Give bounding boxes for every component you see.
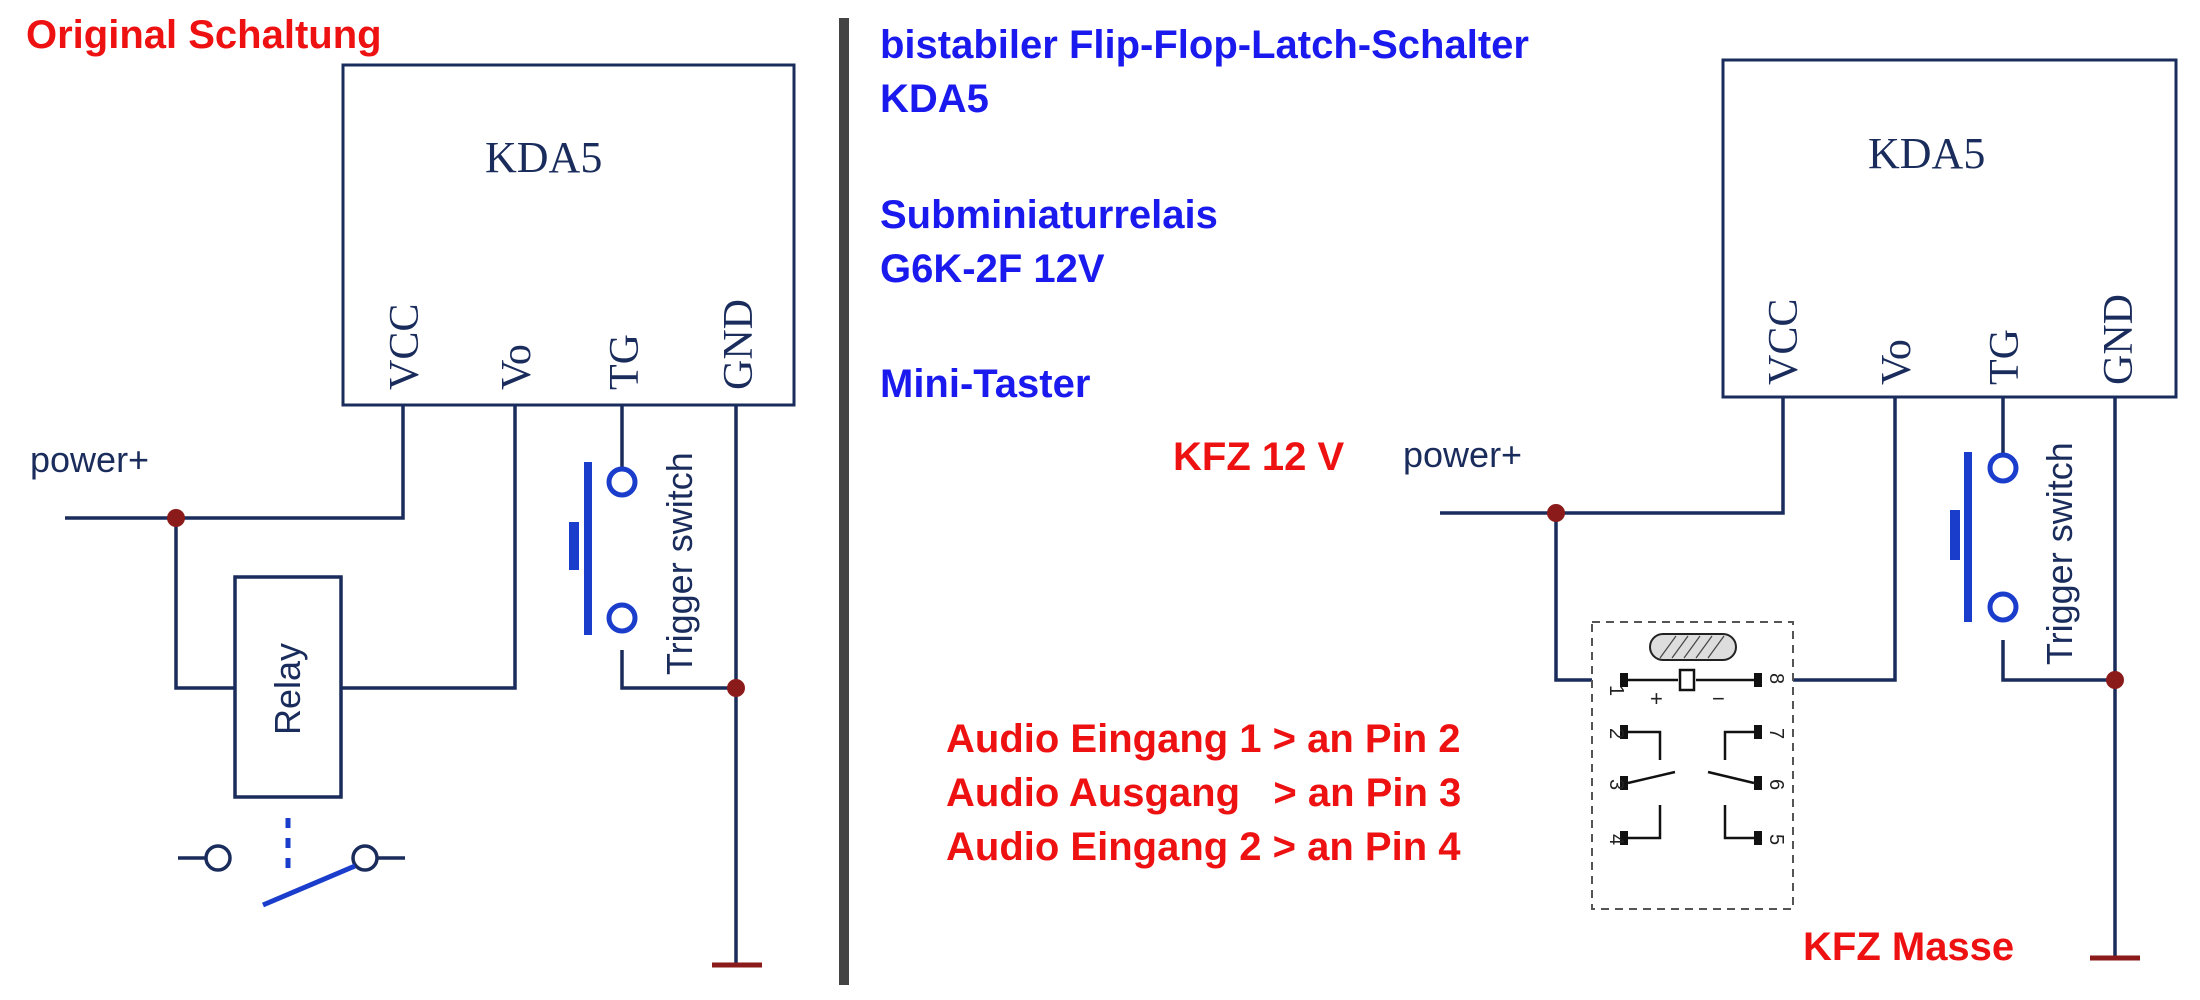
relay-pin-6: 6 [1765,779,1787,790]
junction-node-left-power [167,509,185,527]
desc-line5: Mini-Taster [880,362,1090,406]
desc-line1: bistabiler Flip-Flop-Latch-Schalter [880,23,1529,67]
desc-line3: Subminiaturrelais [880,193,1218,237]
audio-line3: Audio Eingang 2 > an Pin 4 [946,825,1461,869]
pin-gnd-left: GND [716,299,762,390]
relay-minus-sign: − [1712,686,1725,711]
kfz-masse-label: KFZ Masse [1803,925,2014,969]
audio-line1: Audio Eingang 1 > an Pin 2 [946,717,1461,761]
desc-line2: KDA5 [880,77,989,121]
pin-vcc-left: VCC [382,304,428,390]
chip-label-left: KDA5 [485,133,602,182]
relay-pin-3: 3 [1605,779,1627,790]
pin-tg-right: TG [1982,329,2028,385]
trigger-switch-left [569,462,638,635]
relay-pin-5: 5 [1765,834,1787,845]
chip-label-right: KDA5 [1868,129,1985,178]
wires-left [65,405,762,968]
relay-pin-7: 7 [1765,728,1787,739]
relay-contact-switch [178,844,405,908]
g6k-relay-package: + − 1 2 3 4 5 [1591,621,1794,910]
relay-pin-2: 2 [1605,728,1627,739]
audio-line2: Audio Ausgang > an Pin 3 [946,771,1461,815]
pin-vcc-right: VCC [1761,299,1807,385]
junction-node-right-gnd [2106,671,2124,689]
kda5-chip-right [1721,58,2178,399]
trigger-label-left: Trigger switch [659,452,700,675]
relay-plus-sign: + [1650,686,1663,711]
kda5-chip-left [341,63,796,407]
kfz-12v-label: KFZ 12 V [1173,435,1344,479]
left-panel: Original Schaltung KDA5 VCC Vo TG GND po… [26,13,796,968]
trigger-label-right: Trigger switch [2039,442,2080,665]
relay-label-left: Relay [267,643,308,735]
junction-node-right-power [1547,504,1565,522]
pin-gnd-right: GND [2096,294,2142,385]
right-panel: bistabiler Flip-Flop-Latch-Schalter KDA5… [880,23,2178,969]
power-label-left: power+ [30,439,149,480]
relay-pin-4: 4 [1605,834,1627,845]
desc-line4: G6K-2F 12V [880,247,1105,291]
pin-vo-left: Vo [494,344,540,390]
trigger-switch-right [1950,452,2019,623]
pin-tg-left: TG [602,334,648,390]
junction-node-left-gnd [727,679,745,697]
pin-vo-right: Vo [1874,339,1920,385]
relay-pin-8: 8 [1765,673,1787,684]
relay-box-left [233,575,343,799]
left-title: Original Schaltung [26,13,382,57]
power-label-right: power+ [1403,434,1522,475]
relay-pin-1: 1 [1605,685,1627,696]
